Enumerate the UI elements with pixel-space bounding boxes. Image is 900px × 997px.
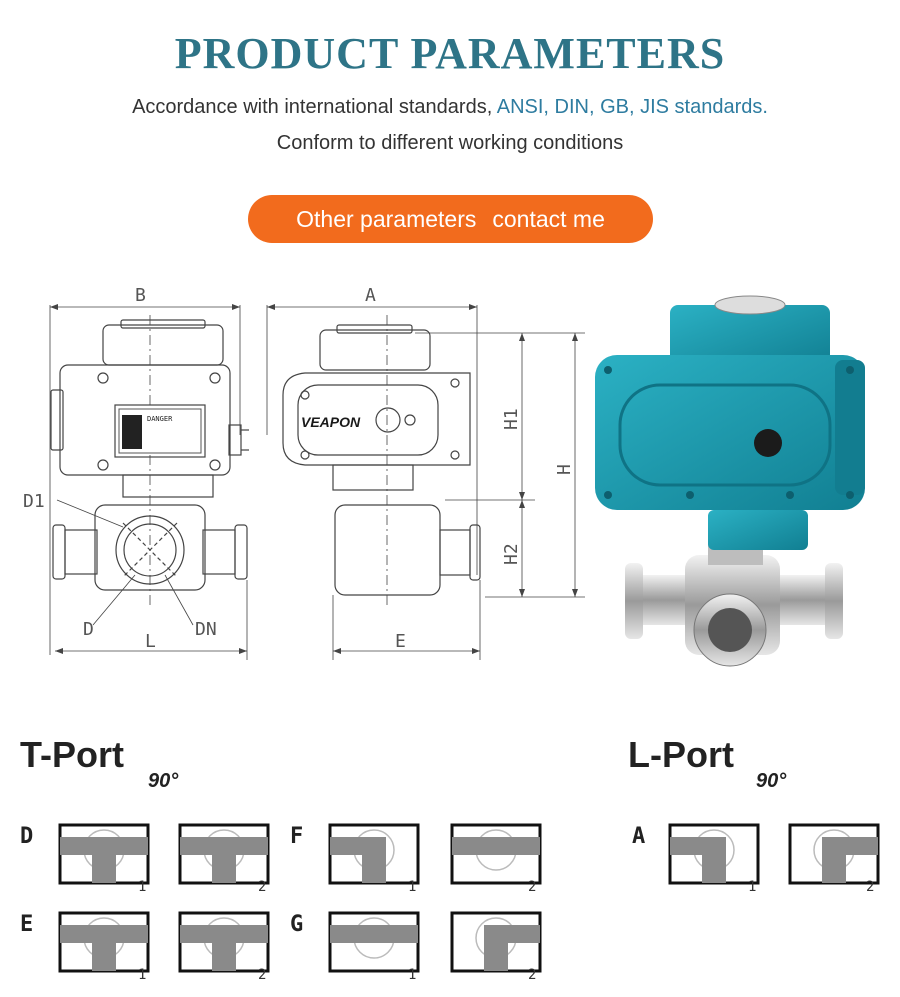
contact-button-label-2: contact me	[492, 205, 605, 232]
port-d1	[58, 823, 150, 885]
pos-f1: 1	[408, 879, 416, 895]
standards-highlight: ANSI, DIN, GB, JIS standards.	[496, 96, 768, 118]
dim-dn: DN	[195, 619, 217, 640]
dim-h: H	[554, 464, 575, 475]
dim-a: A	[365, 285, 376, 306]
port-f2	[450, 823, 542, 885]
port-g2	[450, 911, 542, 973]
port-a2	[788, 823, 880, 885]
dim-d: D	[83, 619, 94, 640]
pos-a1: 1	[748, 879, 756, 895]
dim-b: B	[135, 285, 146, 306]
port-diagrams: T-Port 90° L-Port 90° D E F G A 1 2 1 2 …	[20, 734, 880, 983]
port-d2	[178, 823, 270, 885]
l-port-title: L-Port	[628, 734, 734, 775]
dim-l: L	[145, 631, 156, 652]
l-port-angle: 90°	[756, 770, 787, 792]
side-actuator-top	[319, 329, 431, 371]
side-valve-body	[334, 504, 441, 596]
port-g1	[328, 911, 420, 973]
pos-d2: 2	[258, 879, 266, 895]
pos-e1: 1	[138, 967, 146, 983]
pos-g2: 2	[528, 967, 536, 983]
pos-g1: 1	[408, 967, 416, 983]
port-a1	[668, 823, 760, 885]
row-label-g: G	[290, 912, 303, 937]
pos-f2: 2	[528, 879, 536, 895]
t-port-title: T-Port	[20, 734, 124, 775]
pos-a2: 2	[866, 879, 874, 895]
dimension-drawing: DANGER VEAPON B A H1 H2 H D1 D DN L E	[23, 285, 585, 660]
working-conditions-line: Conform to different working conditions	[276, 132, 624, 154]
port-e1	[58, 911, 150, 973]
port-e2	[178, 911, 270, 973]
brand-logo: VEAPON	[301, 414, 361, 430]
pos-e2: 2	[258, 967, 266, 983]
dim-d1: D1	[23, 491, 45, 512]
dim-h2: H2	[501, 543, 522, 565]
front-actuator-top	[102, 324, 224, 366]
standards-prefix: Accordance with international standards,	[132, 96, 497, 118]
row-label-f: F	[290, 824, 303, 849]
dim-e: E	[395, 631, 406, 652]
side-actuator-body	[282, 372, 471, 466]
row-label-a: A	[632, 824, 645, 849]
danger-text: DANGER	[147, 415, 173, 423]
dim-h1: H1	[501, 408, 522, 430]
row-label-e: E	[20, 912, 33, 937]
page-title: PRODUCT PARAMETERS	[174, 29, 726, 78]
row-label-d: D	[20, 824, 33, 849]
port-f1	[328, 823, 420, 885]
pos-d1: 1	[138, 879, 146, 895]
t-port-angle: 90°	[148, 770, 179, 792]
contact-button-label-1: Other parameters	[296, 205, 477, 232]
standards-line: Accordance with international standards,…	[0, 96, 900, 119]
contact-button[interactable]: Other parameters contact me	[248, 195, 653, 243]
product-photo	[595, 295, 865, 667]
